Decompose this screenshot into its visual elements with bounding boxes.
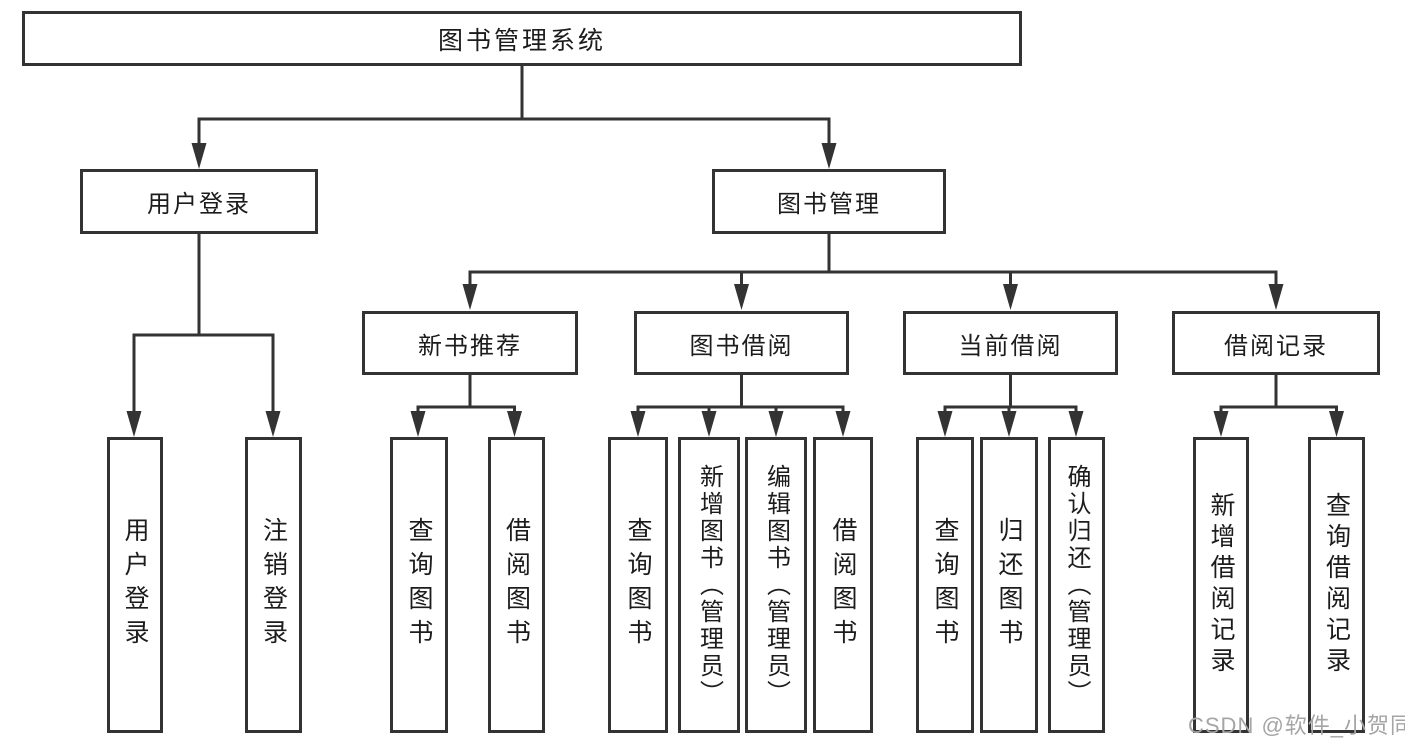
node-leaf-add-book-admin: 新增图书（管理员） bbox=[678, 437, 740, 733]
connector-new-book-branch bbox=[416, 373, 516, 422]
csdn-watermark: CSDN @软件_小贺同学 bbox=[1188, 713, 1405, 738]
node-library-management-system: 图书管理系统 bbox=[22, 11, 1022, 66]
node-new-book-recommendation: 新书推荐 bbox=[362, 311, 578, 375]
node-leaf-query-borrow-record: 查询借阅记录 bbox=[1308, 437, 1365, 733]
connector-borrowing-records-branch bbox=[1219, 373, 1338, 422]
node-leaf-query-books-current: 查询图书 bbox=[916, 437, 974, 733]
node-user-login: 用户登录 bbox=[80, 169, 318, 234]
node-leaf-query-books-recommend: 查询图书 bbox=[390, 437, 448, 733]
node-leaf-borrow-books-recommend: 借阅图书 bbox=[488, 437, 545, 733]
node-borrowing-records: 借阅记录 bbox=[1172, 311, 1380, 375]
node-leaf-user-login: 用户登录 bbox=[107, 437, 163, 733]
node-book-borrowing: 图书借阅 bbox=[634, 311, 849, 375]
connector-book-borrowing-branch bbox=[636, 373, 845, 422]
connector-book-management-branch bbox=[468, 232, 1278, 294]
node-leaf-logout: 注销登录 bbox=[245, 437, 302, 733]
node-leaf-query-books-borrowing: 查询图书 bbox=[608, 437, 668, 733]
node-leaf-edit-book-admin: 编辑图书（管理员） bbox=[745, 437, 807, 733]
node-leaf-add-borrow-record: 新增借阅记录 bbox=[1193, 437, 1249, 733]
connector-current-borrowing-branch bbox=[943, 373, 1078, 422]
node-current-borrowing: 当前借阅 bbox=[903, 311, 1118, 375]
node-book-management: 图书管理 bbox=[712, 169, 946, 234]
connector-user-login-branch bbox=[132, 232, 275, 422]
node-leaf-borrow-books-borrowing: 借阅图书 bbox=[813, 437, 873, 733]
node-leaf-confirm-return-admin: 确认归还（管理员） bbox=[1048, 437, 1105, 733]
connector-root-to-level2 bbox=[197, 64, 831, 152]
node-leaf-return-book: 归还图书 bbox=[980, 437, 1038, 733]
